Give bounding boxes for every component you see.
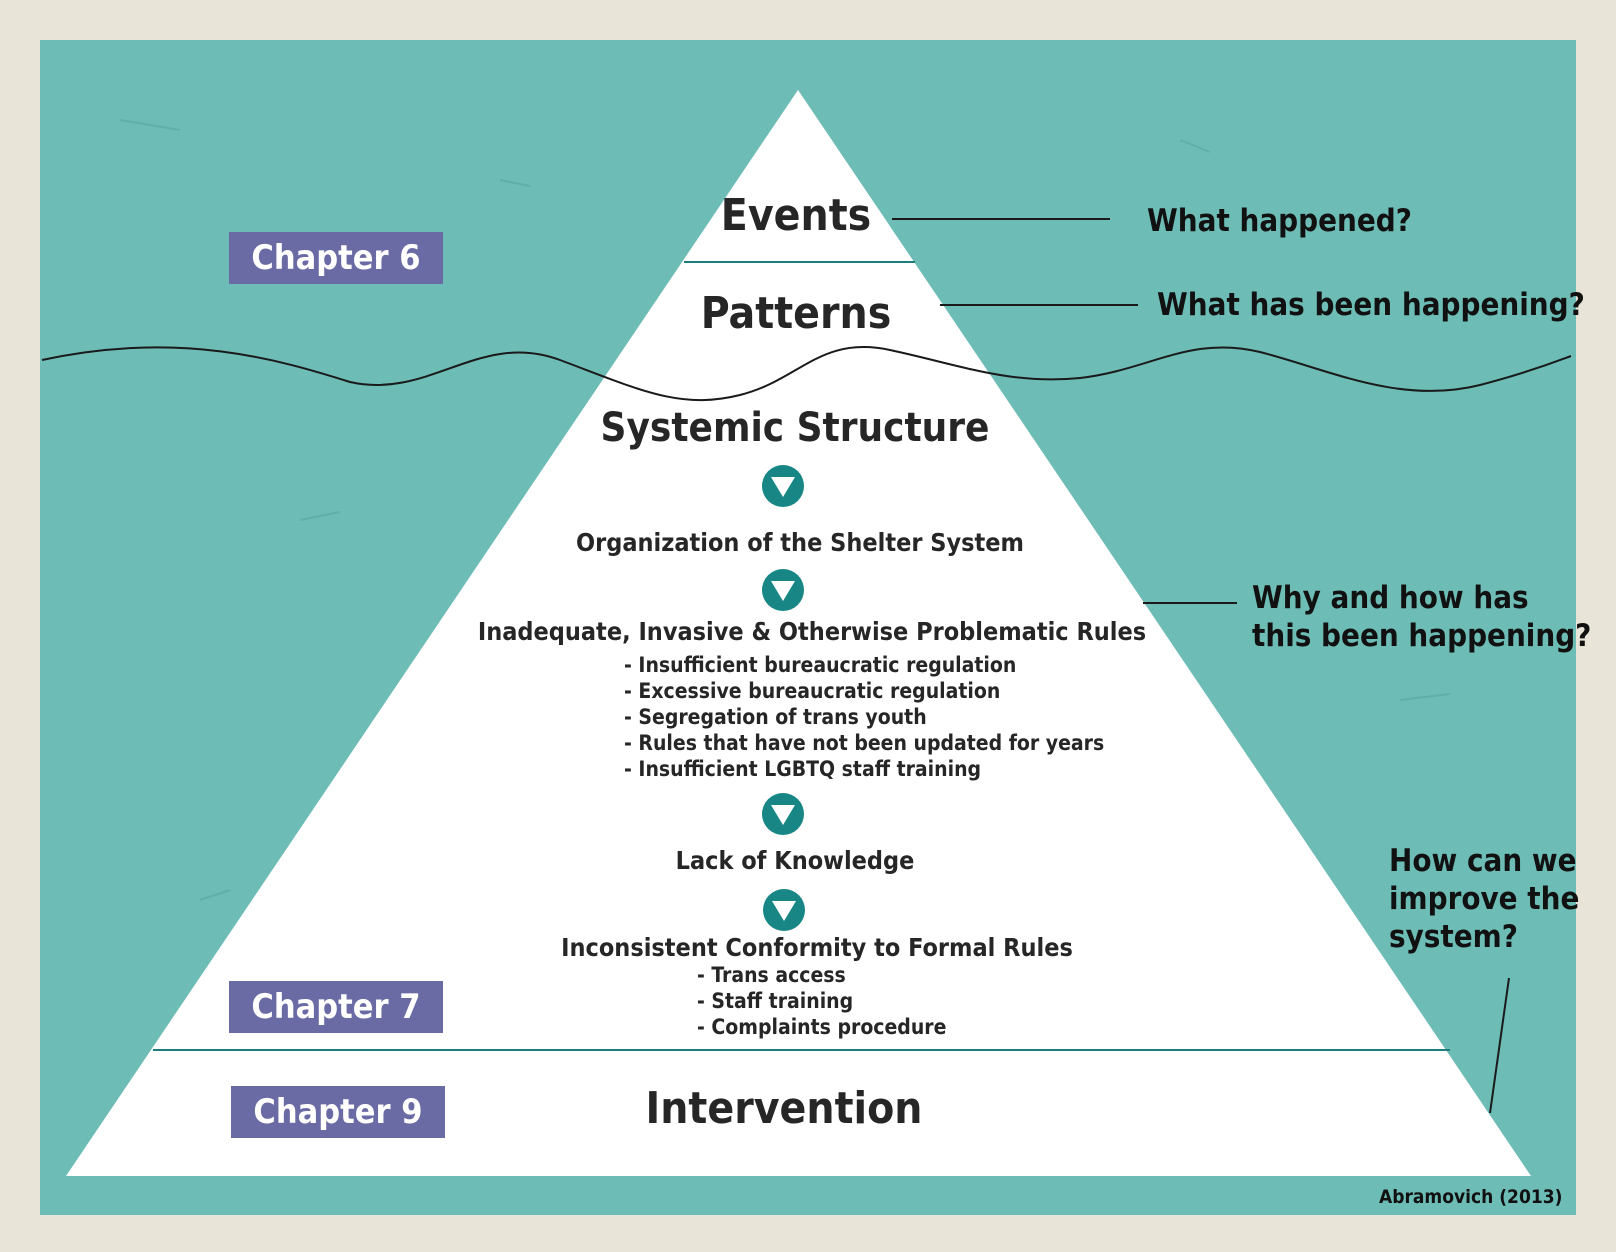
pyramid bbox=[66, 90, 1531, 1176]
down-triangle-in-circle-icon bbox=[762, 793, 804, 835]
list-item: - Trans access bbox=[697, 963, 846, 987]
intervention-title: Intervention bbox=[645, 1083, 923, 1134]
list-item: - Staff training bbox=[697, 989, 854, 1013]
down-triangle-in-circle-icon bbox=[763, 889, 805, 931]
water-texture bbox=[119, 119, 1451, 1011]
systemic-structure-title: Systemic Structure bbox=[600, 405, 990, 451]
list-item: - Complaints procedure bbox=[697, 1015, 947, 1039]
intervention-question: How can we improve the system? bbox=[1389, 842, 1579, 956]
question-line: system? bbox=[1389, 919, 1518, 955]
waterline bbox=[41, 345, 1572, 402]
chapter-7-label: Chapter 7 bbox=[229, 981, 443, 1033]
chapter-9-label: Chapter 9 bbox=[231, 1086, 445, 1138]
conformity-subitem-list: - Trans access - Staff training - Compla… bbox=[697, 962, 946, 1040]
question-line: this been happening? bbox=[1252, 618, 1592, 654]
patterns-title: Patterns bbox=[700, 288, 892, 339]
structure-item-title: Organization of the Shelter System bbox=[576, 528, 1024, 557]
events-title: Events bbox=[720, 190, 872, 241]
question-line: improve the bbox=[1389, 881, 1580, 917]
list-item: - Rules that have not been updated for y… bbox=[624, 731, 1105, 755]
chapter-6-label: Chapter 6 bbox=[229, 232, 443, 284]
structure-item-title: Inadequate, Invasive & Otherwise Problem… bbox=[477, 617, 1147, 646]
question-line: How can we bbox=[1389, 843, 1577, 879]
list-item: - Insufficient bureaucratic regulation bbox=[624, 653, 1017, 677]
list-item: - Excessive bureaucratic regulation bbox=[624, 679, 1001, 703]
patterns-question: What has been happening? bbox=[1157, 287, 1585, 323]
list-item: - Segregation of trans youth bbox=[624, 705, 927, 729]
down-triangle-in-circle-icon bbox=[762, 465, 804, 507]
question-line: Why and how has bbox=[1252, 580, 1529, 616]
rules-subitem-list: - Insufficient bureaucratic regulation -… bbox=[624, 652, 1104, 782]
structure-question: Why and how has this been happening? bbox=[1252, 579, 1591, 655]
structure-item-title: Inconsistent Conformity to Formal Rules bbox=[561, 933, 1073, 962]
list-item: - Insufficient LGBTQ staff training bbox=[624, 757, 982, 781]
citation: Abramovich (2013) bbox=[1379, 1186, 1563, 1208]
down-triangle-in-circle-icon bbox=[762, 569, 804, 611]
intervention-connector-line bbox=[1489, 977, 1510, 1114]
structure-item-title: Lack of Knowledge bbox=[675, 846, 915, 875]
events-question: What happened? bbox=[1147, 203, 1412, 239]
